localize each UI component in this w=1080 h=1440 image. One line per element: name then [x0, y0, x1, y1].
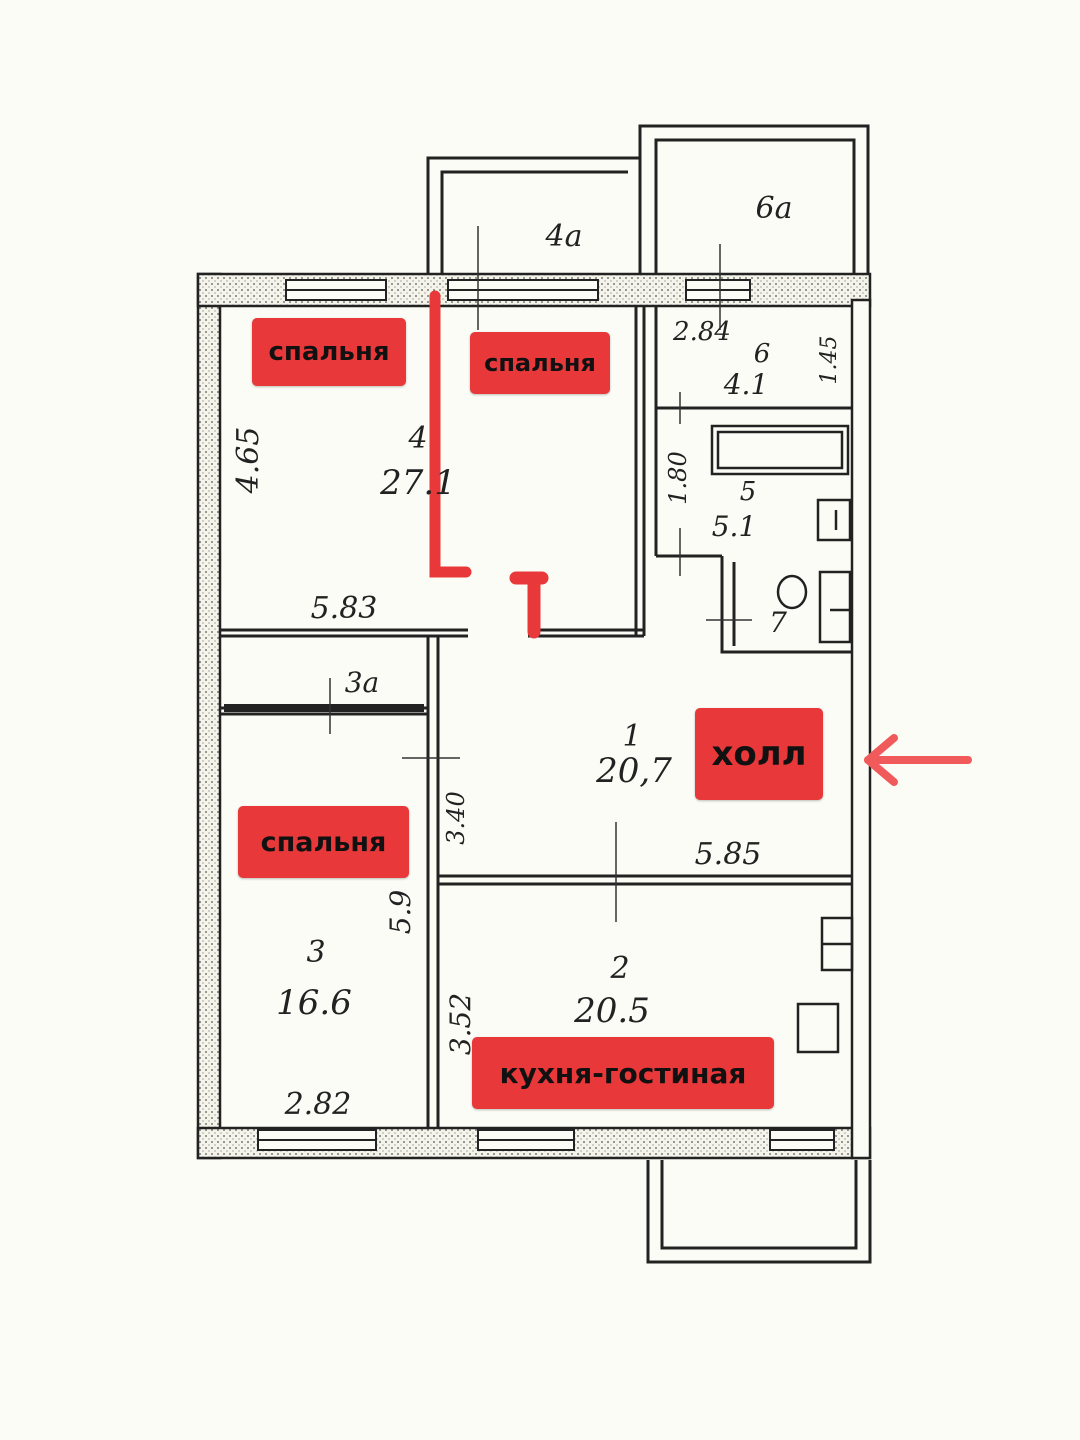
bedroom-a-number: 4 — [407, 421, 427, 456]
bathtub — [710, 424, 850, 476]
kitchen-number: 2 — [609, 951, 629, 986]
dim-kitchen-height: 3.52 — [444, 993, 477, 1055]
toilet — [776, 570, 852, 644]
hall-number: 1 — [622, 719, 641, 754]
bedroom-a-area: 27.1 — [379, 463, 456, 503]
label-hall: холл — [695, 708, 823, 800]
bath-room-number: 5 — [740, 477, 757, 507]
dim-hall-width: 5.85 — [695, 837, 762, 872]
kitchen-area: 20.5 — [573, 991, 650, 1031]
storage-number: 3a — [345, 666, 380, 699]
red-partition — [429, 290, 549, 639]
kitchen-sink — [820, 916, 854, 972]
dim-bedroom-c-height: 5.9 — [384, 890, 417, 935]
dim-bedroom-c-width: 2.82 — [284, 1087, 352, 1122]
balcony-left — [426, 156, 642, 280]
wall-thick — [224, 704, 424, 712]
balcony-right-number: 6a — [756, 191, 793, 226]
toilet-room-area: 4.1 — [723, 368, 769, 401]
label-bedroom-a: спальня — [252, 318, 406, 386]
bedroom-c-area: 16.6 — [276, 983, 352, 1023]
bedroom-c-number: 3 — [306, 935, 325, 970]
balcony-right — [638, 124, 870, 282]
label-kitchen: кухня-гостиная — [472, 1037, 774, 1109]
dim-bedroom-width: 5.83 — [311, 591, 378, 626]
bath-room-area: 5.1 — [712, 510, 757, 543]
dim-bath-small-w: 2.84 — [672, 317, 731, 347]
label-bedroom-c: спальня — [238, 806, 409, 878]
entrance-arrow-icon — [864, 734, 972, 786]
wc-number: 7 — [769, 606, 787, 639]
dim-bedroom-height: 4.65 — [231, 427, 266, 495]
dim-hall-height: 3.40 — [442, 791, 470, 844]
toilet-room-number: 6 — [754, 339, 771, 369]
hall-area: 20,7 — [595, 751, 672, 791]
dim-bath-h: 1.80 — [664, 451, 692, 504]
label-bedroom-b: спальня — [470, 332, 610, 394]
windows — [257, 279, 835, 1151]
interior-walls — [220, 306, 852, 1128]
sink — [816, 498, 852, 542]
balcony-bottom — [646, 1160, 872, 1264]
dim-bath-small-h: 1.45 — [817, 336, 842, 385]
axis-lines — [329, 226, 752, 922]
stove — [796, 1002, 840, 1054]
balcony-left-number: 4a — [545, 219, 583, 254]
